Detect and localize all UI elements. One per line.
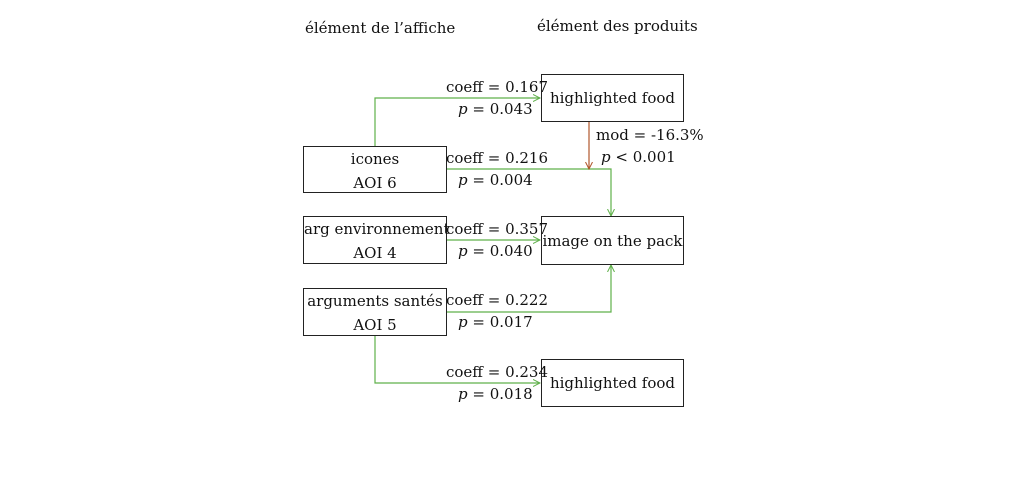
node-highlighted-food-top: highlighted food	[541, 74, 684, 122]
p-value: < 0.001	[615, 148, 676, 166]
label-p-moderation: p < 0.001	[601, 148, 676, 166]
p-symbol: p	[458, 100, 468, 118]
p-symbol: p	[458, 313, 468, 331]
label-moderation: mod = -16.3%	[596, 126, 704, 144]
p-value: = 0.004	[472, 171, 533, 189]
p-symbol: p	[601, 148, 611, 166]
node-highlighted-food-bottom: highlighted food	[541, 359, 684, 407]
node-icones-aoi: AOI 6	[353, 174, 397, 192]
p-value: = 0.040	[472, 242, 533, 260]
node-arg-environnement-aoi: AOI 4	[353, 244, 397, 262]
p-value: = 0.043	[472, 100, 533, 118]
p-value: = 0.017	[472, 313, 533, 331]
p-symbol: p	[458, 242, 468, 260]
node-image-on-the-pack: image on the pack	[541, 216, 684, 265]
header-right: élément des produits	[537, 17, 698, 35]
header-left: élément de l’affiche	[305, 19, 456, 37]
label-p-icones-food-top: p = 0.043	[458, 100, 533, 118]
node-image-on-the-pack-label: image on the pack	[542, 232, 683, 250]
p-symbol: p	[458, 171, 468, 189]
node-icones-label: icones	[350, 150, 400, 168]
node-highlighted-food-bottom-label: highlighted food	[549, 374, 676, 392]
edge-sante-to-food-bottom	[374, 335, 540, 383]
edge-sante-to-image	[446, 265, 611, 313]
node-icones: icones AOI 6	[303, 146, 447, 193]
label-coeff-sante-image: coeff = 0.222	[446, 291, 549, 309]
label-p-sante-food-bottom: p = 0.018	[458, 385, 533, 403]
node-arguments-santes-aoi: AOI 5	[353, 316, 397, 334]
label-p-arg-env-image: p = 0.040	[458, 242, 533, 260]
node-highlighted-food-top-label: highlighted food	[549, 89, 676, 107]
p-symbol: p	[458, 385, 468, 403]
node-arguments-santes: arguments santés AOI 5	[303, 288, 447, 336]
label-coeff-icones-food-top: coeff = 0.167	[446, 78, 549, 96]
node-arguments-santes-label: arguments santés	[307, 292, 443, 310]
p-value: = 0.018	[472, 385, 533, 403]
label-coeff-sante-food-bottom: coeff = 0.234	[446, 363, 549, 381]
edge-icones-to-food-top	[374, 98, 540, 146]
node-arg-environnement: arg environnement AOI 4	[303, 216, 450, 264]
label-coeff-arg-env-image: coeff = 0.357	[446, 220, 549, 238]
label-p-icones-image: p = 0.004	[458, 171, 533, 189]
node-arg-environnement-label: arg environnement	[304, 220, 450, 238]
label-p-sante-image: p = 0.017	[458, 313, 533, 331]
edge-icones-to-image	[446, 168, 611, 216]
label-coeff-icones-image: coeff = 0.216	[446, 149, 549, 167]
